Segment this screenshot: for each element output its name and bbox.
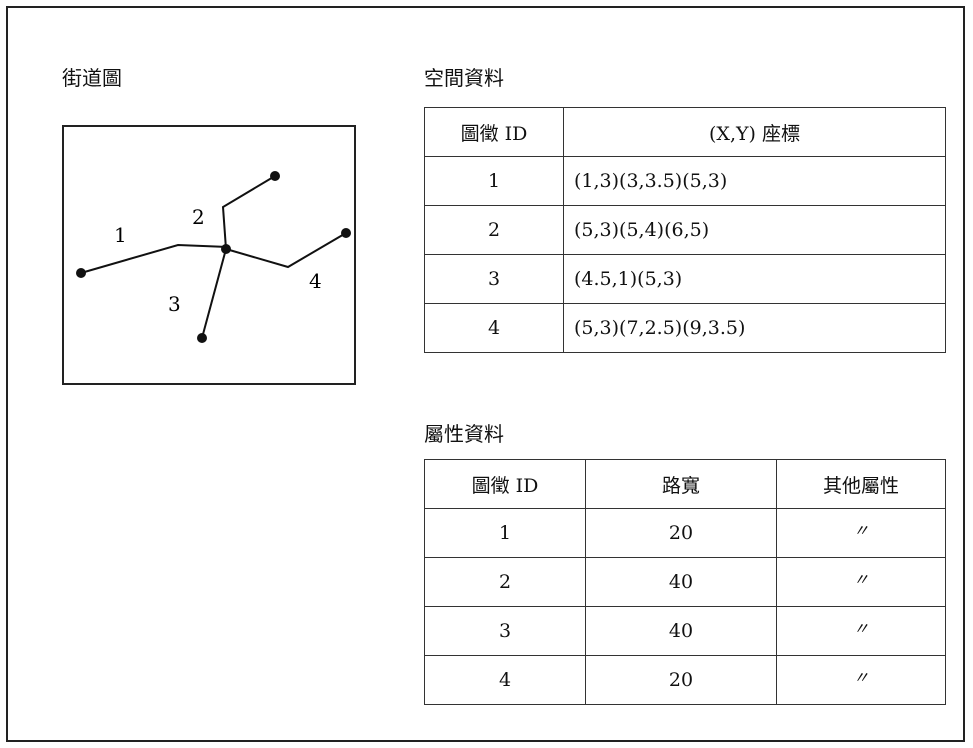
street-label-3: 3 — [168, 292, 181, 316]
street-3-line — [201, 248, 227, 339]
figure-frame — [6, 6, 965, 742]
coordinates-cell: (1,3)(3,3.5)(5,3) — [563, 156, 946, 206]
feature-id-cell: 2 — [424, 205, 564, 255]
table-header-row: 圖徵 ID 路寬 其他屬性 — [424, 459, 946, 509]
feature-id-cell: 3 — [424, 606, 586, 656]
other-attributes-cell: 〃 — [776, 557, 946, 607]
road-width-cell: 20 — [585, 655, 777, 705]
header-other-attributes: 其他屬性 — [776, 459, 946, 509]
feature-id-cell: 4 — [424, 303, 564, 353]
feature-id-cell: 1 — [424, 156, 564, 206]
header-feature-id: 圖徵 ID — [424, 459, 586, 509]
street-map-title: 街道圖 — [62, 66, 122, 90]
attribute-data-title: 屬性資料 — [424, 422, 504, 446]
ditto-mark: 〃 — [852, 570, 869, 590]
table-row: 3 (4.5,1)(5,3) — [424, 254, 946, 304]
header-road-width: 路寬 — [585, 459, 777, 509]
header-feature-id: 圖徵 ID — [424, 107, 564, 157]
feature-id-cell: 3 — [424, 254, 564, 304]
road-width-cell: 40 — [585, 557, 777, 607]
table-row: 2 40 〃 — [424, 557, 946, 607]
street-1-endpoint — [76, 268, 86, 278]
table-header-row: 圖徵 ID (X,Y) 座標 — [424, 107, 946, 157]
street-label-2: 2 — [192, 205, 205, 229]
street-2-line — [221, 175, 276, 250]
street-map-diagram: 1 2 3 4 — [76, 171, 351, 343]
coordinates-cell: (5,3)(7,2.5)(9,3.5) — [563, 303, 946, 353]
feature-id-cell: 2 — [424, 557, 586, 607]
street-4-line — [225, 232, 347, 269]
coordinates-cell: (5,3)(5,4)(6,5) — [563, 205, 946, 255]
street-2-endpoint — [270, 171, 280, 181]
spatial-data-table: 圖徵 ID (X,Y) 座標 1 (1,3)(3,3.5)(5,3) 2 (5,… — [424, 107, 946, 353]
other-attributes-cell: 〃 — [776, 655, 946, 705]
road-width-cell: 40 — [585, 606, 777, 656]
other-attributes-cell: 〃 — [776, 606, 946, 656]
ditto-mark: 〃 — [852, 619, 869, 639]
table-row: 2 (5,3)(5,4)(6,5) — [424, 205, 946, 255]
ditto-mark: 〃 — [852, 668, 869, 688]
spatial-data-title: 空間資料 — [424, 66, 504, 90]
table-row: 4 20 〃 — [424, 655, 946, 705]
road-width-cell: 20 — [585, 508, 777, 558]
table-row: 4 (5,3)(7,2.5)(9,3.5) — [424, 303, 946, 353]
header-coordinates: (X,Y) 座標 — [563, 107, 946, 157]
feature-id-cell: 4 — [424, 655, 586, 705]
street-label-1: 1 — [114, 223, 127, 247]
table-row: 1 (1,3)(3,3.5)(5,3) — [424, 156, 946, 206]
street-map-box — [62, 125, 356, 385]
feature-id-cell: 1 — [424, 508, 586, 558]
street-4-endpoint — [341, 228, 351, 238]
attribute-data-table: 圖徵 ID 路寬 其他屬性 1 20 〃 2 40 〃 3 40 〃 4 20 … — [424, 459, 946, 705]
street-label-4: 4 — [309, 269, 322, 293]
street-1-line — [80, 243, 229, 274]
table-row: 1 20 〃 — [424, 508, 946, 558]
junction-node — [221, 244, 231, 254]
street-3-endpoint — [197, 333, 207, 343]
ditto-mark: 〃 — [852, 521, 869, 541]
table-row: 3 40 〃 — [424, 606, 946, 656]
other-attributes-cell: 〃 — [776, 508, 946, 558]
coordinates-cell: (4.5,1)(5,3) — [563, 254, 946, 304]
